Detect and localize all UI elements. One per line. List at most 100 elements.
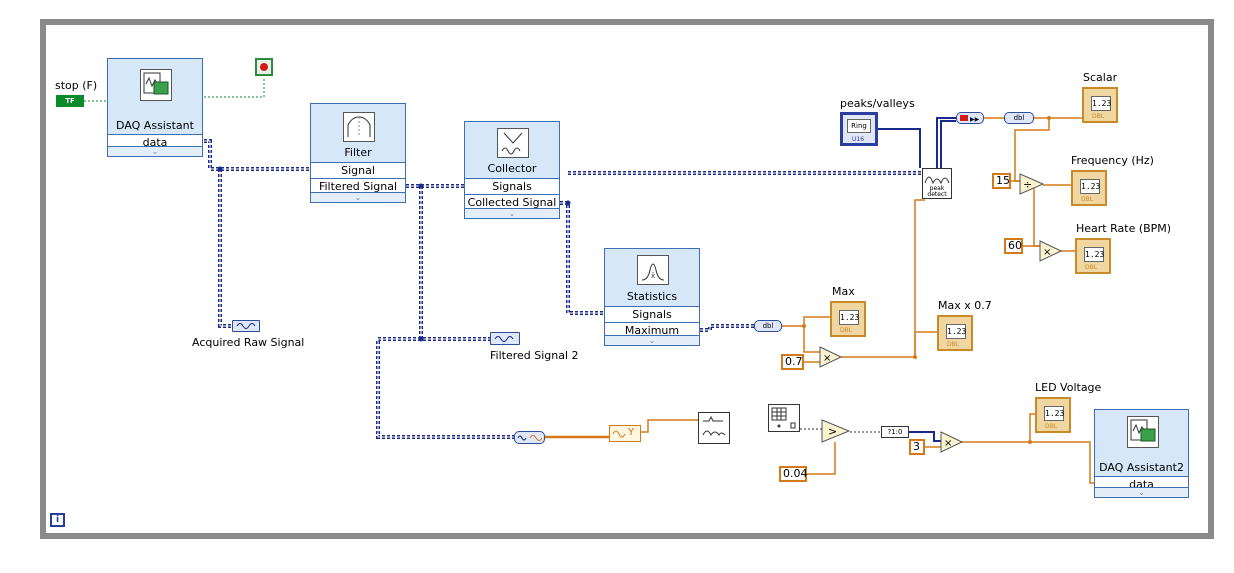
stop-label: stop (F) — [55, 79, 98, 92]
ring-type: U16 — [852, 136, 865, 143]
to-dbl-node[interactable]: dbl — [1004, 112, 1034, 124]
constant-15[interactable]: 15 — [992, 173, 1011, 189]
wire-stats-to-max — [700, 324, 754, 332]
wire-daq-to-filter — [204, 139, 310, 171]
structure-frame-bottom — [40, 533, 1214, 539]
wire-mult-to-led — [961, 413, 1038, 443]
structure-frame-top — [40, 19, 1214, 25]
daq-assistant2-vi[interactable]: DAQ Assistant2 data ⌄ — [1094, 409, 1189, 498]
info-icon[interactable]: i — [50, 513, 65, 527]
filter-signal-row[interactable]: Signal — [311, 162, 405, 178]
frequency-label: Frequency (Hz) — [1071, 154, 1154, 167]
filter-icon — [343, 112, 375, 142]
wire-collector-to-stats — [560, 201, 605, 315]
filtered-signal-2-terminal[interactable] — [490, 332, 520, 345]
stop-terminal[interactable]: TF — [56, 95, 84, 107]
heart-rate-label: Heart Rate (BPM) — [1076, 222, 1172, 235]
max-type: DBL — [840, 327, 853, 334]
wire-ring-to-peak — [878, 128, 921, 168]
wire-y-to-fn — [641, 419, 698, 433]
statistics-maximum-row[interactable]: Maximum — [605, 322, 699, 338]
filter-filtered-row[interactable]: Filtered Signal — [311, 178, 405, 194]
multiply-symbol: × — [1043, 247, 1051, 258]
greater-than-node[interactable]: > — [821, 419, 851, 443]
daq2-title: DAQ Assistant2 — [1099, 461, 1184, 474]
greater-symbol: > — [828, 425, 837, 438]
expand-chevron-icon[interactable]: ⌄ — [108, 146, 202, 156]
constant-60[interactable]: 60 — [1004, 238, 1023, 254]
expand-chevron-icon[interactable]: ⌄ — [1095, 487, 1188, 497]
stop-dot-icon — [260, 63, 268, 71]
constant-0-7[interactable]: 0.7 — [781, 354, 804, 370]
max-x07-type: DBL — [947, 341, 960, 348]
scalar-value: 1.23 — [1091, 96, 1111, 111]
daq2-icon — [1127, 416, 1159, 448]
statistics-signals-row[interactable]: Signals — [605, 306, 699, 322]
scalar-indicator[interactable]: 1.23 DBL — [1082, 87, 1118, 123]
frequency-value: 1.23 — [1080, 179, 1100, 194]
led-voltage-indicator[interactable]: 1.23 DBL — [1035, 397, 1071, 433]
multiply-60-node[interactable]: × — [1039, 240, 1063, 262]
heart-rate-type: DBL — [1085, 264, 1098, 271]
daq-title: DAQ Assistant — [116, 119, 194, 132]
raw-signal-graph-terminal[interactable] — [232, 320, 260, 332]
scalar-type: DBL — [1092, 113, 1105, 120]
daq-assistant-vi[interactable]: DAQ Assistant data ⌄ — [107, 58, 203, 157]
wire-mult-to-daq2 — [1030, 441, 1096, 484]
max-to-dbl-node[interactable]: dbl — [754, 320, 782, 332]
expand-chevron-icon[interactable]: ⌄ — [311, 192, 405, 202]
filter-vi[interactable]: Filter Signal Filtered Signal ⌄ — [310, 103, 406, 203]
multiply-symbol: × — [944, 438, 952, 449]
filter-title: Filter — [344, 146, 372, 159]
max-label: Max — [832, 285, 855, 298]
statistics-icon: x̄ — [637, 255, 669, 285]
heart-rate-value: 1.23 — [1084, 247, 1104, 262]
statistics-title: Statistics — [626, 290, 678, 303]
index-array-node[interactable]: ▶▶ — [956, 112, 984, 124]
dynamic-to-waveform-node[interactable] — [514, 431, 545, 444]
bool-to-number-node[interactable]: ?1:0 — [881, 426, 909, 438]
multiply-0-7-node[interactable]: × — [819, 346, 843, 368]
wire-peak-to-index — [936, 117, 956, 168]
peaks-valleys-ring[interactable]: Ring U16 — [840, 112, 878, 146]
get-waveform-y-node[interactable]: Y — [609, 425, 641, 442]
array-build-node[interactable] — [768, 404, 800, 432]
peak-detect-vi[interactable]: peak detect — [922, 168, 952, 199]
loop-condition-stop[interactable] — [255, 58, 273, 76]
heart-rate-indicator[interactable]: 1.23 DBL — [1075, 238, 1111, 274]
collector-collected-row[interactable]: Collected Signal — [465, 194, 559, 210]
expand-chevron-icon[interactable]: ⌄ — [605, 335, 699, 345]
daq-icon — [140, 69, 172, 101]
ring-value: Ring — [847, 119, 871, 133]
collector-signals-row[interactable]: Signals — [465, 178, 559, 194]
statistics-vi[interactable]: x̄ Statistics Signals Maximum ⌄ — [604, 248, 700, 346]
scalar-label: Scalar — [1083, 71, 1118, 84]
multiply-3-node[interactable]: × — [940, 431, 964, 453]
peak-detect-text: peak detect — [927, 185, 947, 198]
frequency-type: DBL — [1081, 196, 1094, 203]
led-voltage-label: LED Voltage — [1035, 381, 1102, 394]
frequency-indicator[interactable]: 1.23 DBL — [1071, 170, 1107, 206]
max-x07-value: 1.23 — [946, 324, 966, 339]
svg-text:▶▶: ▶▶ — [970, 116, 980, 123]
expand-chevron-icon[interactable]: ⌄ — [465, 208, 559, 218]
wire-daq-to-stop — [204, 77, 265, 98]
max-indicator[interactable]: 1.23 DBL — [830, 301, 866, 337]
divide-node[interactable]: ÷ — [1019, 173, 1045, 195]
constant-0-04[interactable]: 0.04 — [779, 466, 808, 482]
constant-3[interactable]: 3 — [909, 439, 925, 455]
led-voltage-value: 1.23 — [1044, 406, 1064, 421]
max-x07-indicator[interactable]: 1.23 DBL — [937, 315, 973, 351]
max-to-dbl-label: dbl — [762, 322, 774, 330]
led-voltage-type: DBL — [1045, 423, 1058, 430]
structure-frame-left — [40, 19, 46, 539]
divide-symbol: ÷ — [1023, 178, 1032, 191]
collector-title: Collector — [487, 162, 537, 175]
waveform-analysis-node[interactable] — [698, 412, 730, 444]
collector-vi[interactable]: Collector Signals Collected Signal ⌄ — [464, 121, 560, 219]
waveform-y-label: Y — [628, 427, 635, 438]
acquired-raw-signal-label: Acquired Raw Signal — [192, 336, 305, 349]
filtered-signal-2-label: Filtered Signal 2 — [490, 349, 579, 362]
collector-icon — [497, 128, 529, 158]
